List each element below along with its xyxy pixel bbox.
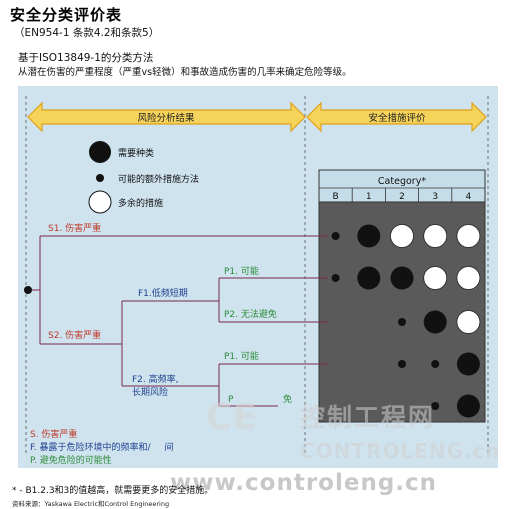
- category-mark-large-light: [456, 266, 481, 290]
- watermark: CE 控制工程网 CONTROLENG.cn: [206, 397, 500, 463]
- category-table: Category* B 1 2 3 4: [318, 169, 486, 423]
- category-column-B: B: [333, 192, 339, 202]
- footnote: * - B1.2.3和3的值越高，就需要更多的安全措施。: [12, 486, 214, 496]
- category-column-headers: B 1 2 3 4: [319, 187, 485, 202]
- key-s: S. 伤害严重: [30, 428, 77, 440]
- s1-label: S1. 伤害严重: [48, 222, 101, 234]
- category-mark-large-light: [423, 266, 448, 290]
- risk-analysis-label: 风险分析结果: [137, 112, 195, 124]
- safety-evaluation-label: 安全措施评价: [368, 112, 426, 124]
- category-mark-large-light: [390, 224, 414, 248]
- category-mark-small: [331, 232, 340, 240]
- category-header-label: Category*: [378, 176, 426, 187]
- s2-label: S2. 伤害严重: [48, 329, 101, 341]
- basis-text: 基于ISO13849-1的分类方法: [18, 52, 154, 64]
- safety-evaluation-arrow: 安全措施评价: [306, 101, 487, 133]
- category-mark-large-dark: [357, 266, 381, 290]
- p1-label-lower: P1. 可能: [224, 350, 259, 362]
- risk-diagram: 风险分析结果 安全措施评价 需要种类 可能的额外措施方法 多余的措施 Categ…: [24, 96, 500, 466]
- category-mark-large-light: [423, 224, 448, 248]
- diagram-panel: 风险分析结果 安全措施评价 需要种类 可能的额外措施方法 多余的措施 Categ…: [18, 86, 500, 468]
- category-mark-large-dark: [456, 394, 480, 418]
- risk-analysis-arrow: 风险分析结果: [27, 101, 306, 133]
- category-column-3: 3: [432, 192, 438, 202]
- f2-label-line2: 长期风险: [132, 386, 168, 398]
- tree-root-dot: [24, 286, 32, 294]
- page-subtitle: （EN954-1 条款4.2和条款5）: [14, 27, 160, 39]
- legend-possible-label: 可能的额外措施方法: [118, 173, 199, 185]
- key-f: F. 暴露于危险环境中的频率和/间: [30, 441, 174, 453]
- category-mark-large-light: [456, 310, 481, 334]
- f1-label: F1.低频短期: [138, 287, 188, 299]
- category-mark-large-light: [456, 224, 481, 248]
- watermark-en: CONTROLENG.cn: [300, 439, 498, 463]
- p2-label-lower-tail: 免: [283, 393, 292, 405]
- decision-tree-lines: [28, 235, 328, 407]
- category-mark-small: [331, 274, 340, 282]
- f2-label-line1: F2. 高频率,: [132, 373, 179, 385]
- key-p: P. 避免危险的可能性: [30, 454, 112, 466]
- category-mark-large-dark: [423, 310, 447, 334]
- category-grid-marks: [331, 224, 481, 418]
- p1-label-upper: P1. 可能: [224, 265, 259, 277]
- category-mark-large-dark: [456, 352, 480, 376]
- watermark-logo-mark: CE: [206, 397, 257, 438]
- p2-label-lower-fragment: P: [228, 395, 234, 405]
- category-mark-large-dark: [390, 266, 414, 290]
- source-note: 资料来源：Yaskawa Electric和Control Engineerin…: [12, 500, 170, 508]
- category-mark-large-dark: [357, 224, 381, 248]
- watermark-url: www.controleng.cn: [170, 470, 438, 496]
- category-mark-small: [431, 402, 440, 410]
- legend-required-circle: [89, 141, 111, 163]
- description-text: 从潜在伤害的严重程度（严重vs轻微）和事故造成伤害的几率来确定危险等级。: [18, 67, 352, 78]
- category-column-2: 2: [399, 192, 405, 202]
- category-mark-small: [398, 360, 406, 368]
- category-mark-small: [398, 318, 406, 326]
- category-mark-small: [431, 360, 440, 368]
- watermark-cn: 控制工程网: [300, 403, 435, 432]
- page-title: 安全分类评价表: [10, 6, 123, 24]
- legend-required-label: 需要种类: [118, 147, 154, 159]
- legend-redundant-circle: [88, 190, 112, 214]
- p2-label-upper: P2. 无法避免: [224, 308, 277, 320]
- legend-possible-dot: [96, 174, 104, 182]
- legend-redundant-label: 多余的措施: [118, 197, 163, 209]
- category-column-1: 1: [366, 192, 372, 202]
- category-column-4: 4: [466, 192, 472, 202]
